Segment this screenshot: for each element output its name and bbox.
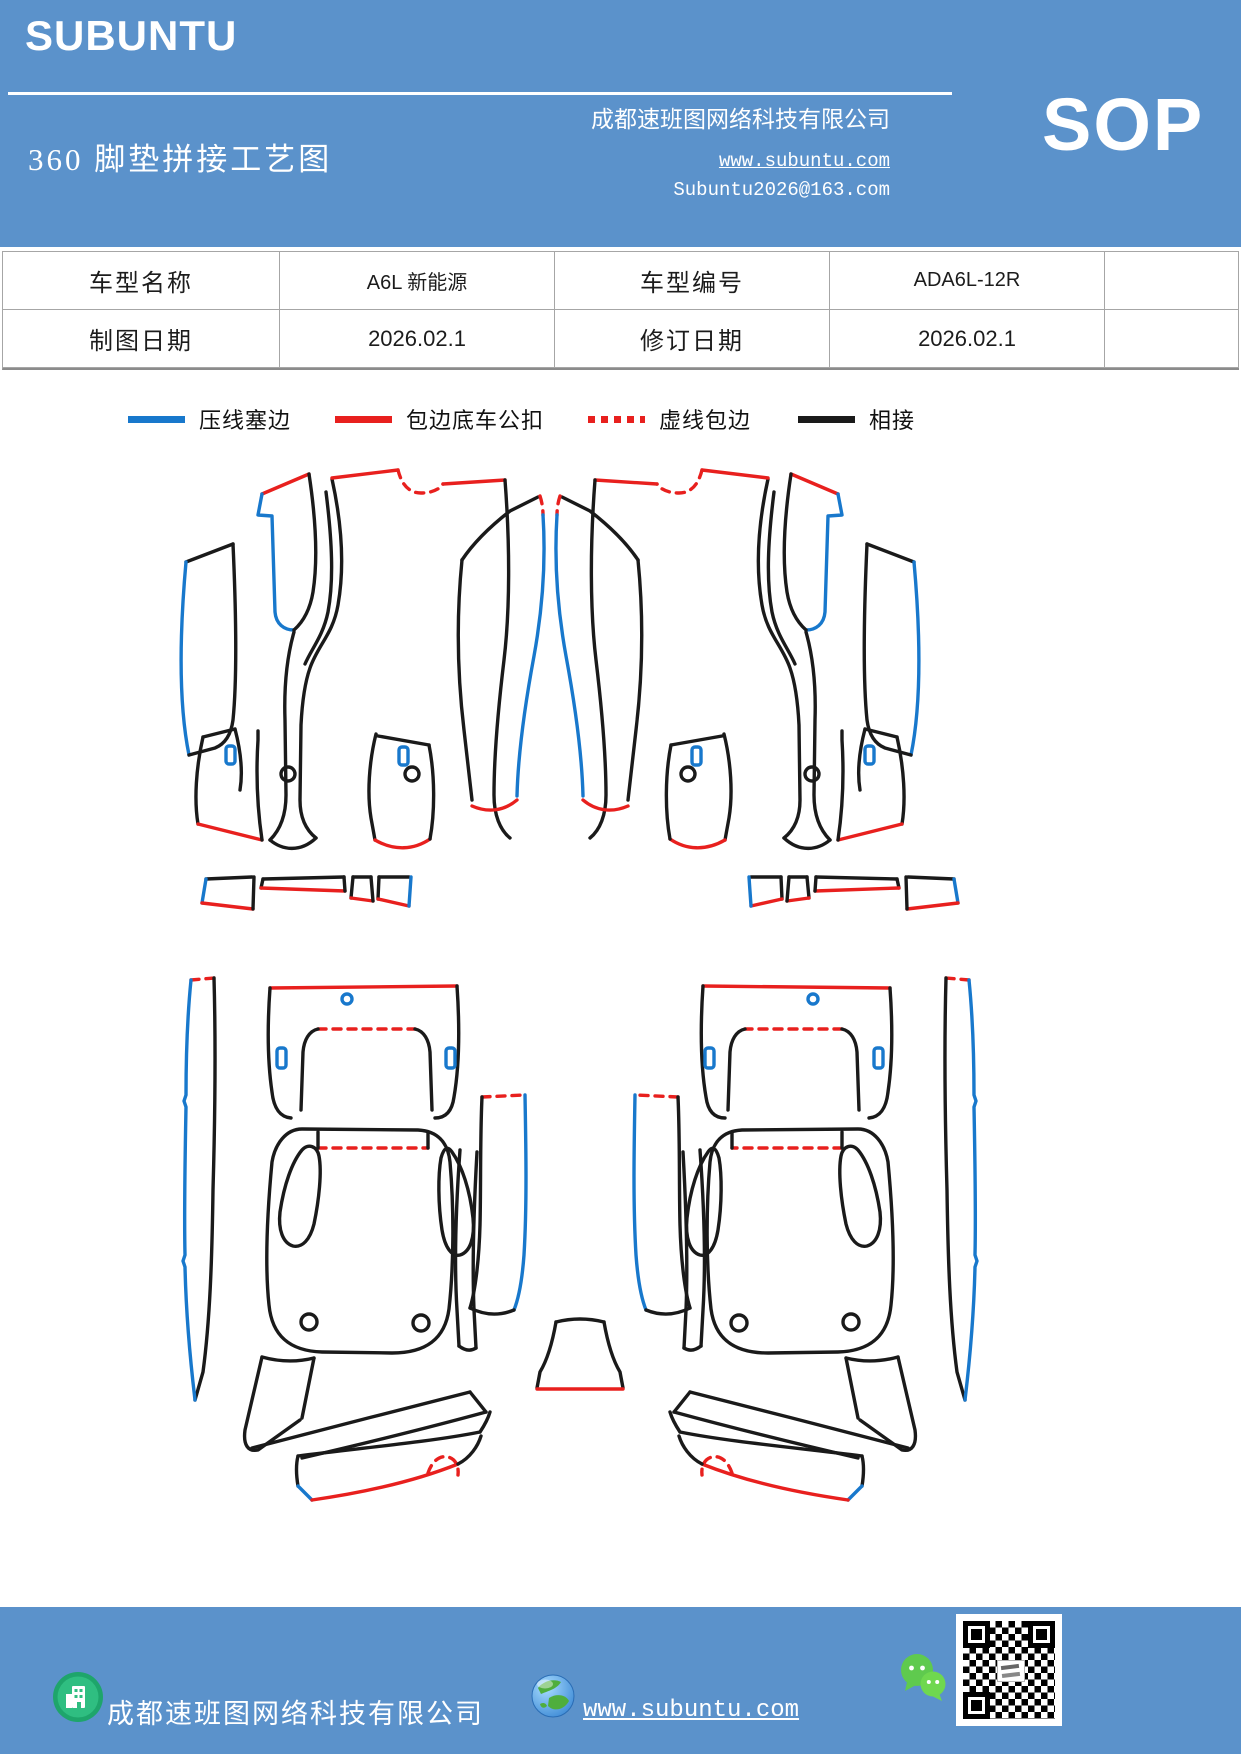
- legend-item-dashed-binding: 虚线包边: [588, 403, 751, 435]
- qr-finder-top-right: [1028, 1621, 1055, 1648]
- revise-date-label: 修订日期: [555, 310, 830, 368]
- model-code-value: ADA6L-12R: [830, 252, 1105, 310]
- header-divider: [8, 92, 952, 95]
- legend-item-press-edge: 压线塞边: [128, 403, 291, 435]
- revise-date-value: 2026.02.1: [830, 310, 1105, 368]
- globe-icon: [531, 1674, 575, 1718]
- front-right-mat-set: [554, 468, 921, 851]
- footer-company-name: 成都速班图网络科技有限公司: [107, 1699, 484, 1729]
- model-name-value: A6L 新能源: [280, 252, 555, 310]
- sop-label: SOP: [1042, 83, 1205, 166]
- red-dashed-swatch: [588, 415, 645, 423]
- legend-label: 相接: [869, 408, 916, 433]
- table-spacer-cell-1: [1105, 252, 1239, 310]
- model-code-label: 车型编号: [555, 252, 830, 310]
- vehicle-info-table: 车型名称 A6L 新能源 车型编号 ADA6L-12R 制图日期 2026.02…: [2, 251, 1239, 370]
- line-legend: 压线塞边 包边底车公扣 虚线包边 相接: [0, 403, 1241, 439]
- draw-date-value: 2026.02.1: [280, 310, 555, 368]
- legend-label: 包边底车公扣: [406, 408, 545, 433]
- black-line-swatch: [798, 415, 855, 423]
- legend-item-join: 相接: [798, 403, 915, 435]
- front-left-mat-set: [179, 468, 546, 851]
- rear-center-piece: [535, 1317, 625, 1391]
- page-title: 360 脚垫拼接工艺图: [28, 142, 333, 177]
- model-name-label: 车型名称: [3, 252, 280, 310]
- rear-right-mat-set: [632, 875, 979, 1502]
- legend-label: 虚线包边: [659, 408, 752, 433]
- header-company-name: 成都速班图网络科技有限公司: [591, 107, 890, 132]
- footer-website-link[interactable]: www.subuntu.com: [583, 1697, 800, 1724]
- header-website-link[interactable]: www.subuntu.com: [718, 150, 890, 172]
- rear-left-mat-set: [181, 875, 528, 1502]
- legend-label: 压线塞边: [199, 408, 292, 433]
- legend-item-binding-edge: 包边底车公扣: [335, 403, 544, 435]
- red-line-swatch: [335, 415, 392, 423]
- qr-finder-bottom-left: [963, 1692, 990, 1719]
- blue-line-swatch: [128, 415, 185, 423]
- table-spacer-cell-2: [1105, 310, 1239, 368]
- draw-date-label: 制图日期: [3, 310, 280, 368]
- qr-code: [956, 1614, 1062, 1726]
- company-badge-icon: [53, 1672, 103, 1722]
- qr-center-logo: [997, 1660, 1025, 1682]
- header-email: Subuntu2026@163.com: [673, 179, 890, 201]
- header-band: SUBUNTU 360 脚垫拼接工艺图 成都速班图网络科技有限公司 www.su…: [0, 0, 1241, 247]
- wechat-icon: [901, 1654, 946, 1701]
- brand-logo: SUBUNTU: [25, 12, 238, 59]
- qr-finder-top-left: [963, 1621, 990, 1648]
